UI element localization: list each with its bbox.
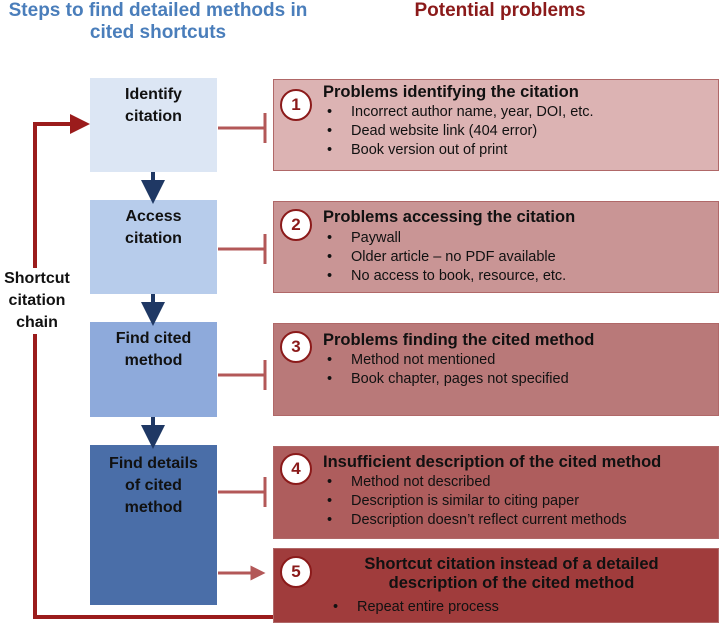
bullet-item: Method not mentioned xyxy=(327,351,569,370)
inhibit-connector-4 xyxy=(218,477,267,507)
problem-box-1: 1 Problems identifying the citation Inco… xyxy=(273,79,719,171)
inhibit-connector-1 xyxy=(218,113,267,143)
problem-box-2: 2 Problems accessing the citation Paywal… xyxy=(273,201,719,293)
bullet-item: No access to book, resource, etc. xyxy=(327,267,566,286)
step-label: Identify citation xyxy=(125,86,182,125)
problem-title: Problems accessing the citation xyxy=(323,208,576,226)
problem-title: Shortcut citation instead of a detailed … xyxy=(364,555,659,592)
problem-number-badge: 5 xyxy=(280,556,312,588)
step-label: Find cited method xyxy=(115,330,192,369)
problem-bullets: Repeat entire process xyxy=(333,598,499,617)
bullet-item: Dead website link (404 error) xyxy=(327,122,594,141)
inhibit-connector-2 xyxy=(218,234,267,264)
bullet-item: Description is similar to citing paper xyxy=(327,492,627,511)
problems-header: Potential problems xyxy=(414,0,586,21)
problem-bullets: Incorrect author name, year, DOI, etc. D… xyxy=(327,103,594,160)
bullet-item: Paywall xyxy=(327,229,566,248)
steps-header: Steps to find detailed methods in cited … xyxy=(8,0,308,43)
step-find-details-of-cited-method: Find details of cited method xyxy=(90,445,217,605)
problem-number-badge: 2 xyxy=(280,209,312,241)
bullet-item: Book chapter, pages not specified xyxy=(327,370,569,389)
problem-number-badge: 4 xyxy=(280,453,312,485)
problem-box-5: 5 Shortcut citation instead of a detaile… xyxy=(273,548,719,623)
step-identify-citation: Identify citation xyxy=(90,78,217,172)
problem-number-badge: 3 xyxy=(280,331,312,363)
problem-title: Insufficient description of the cited me… xyxy=(323,453,662,471)
problem-box-4: 4 Insufficient description of the cited … xyxy=(273,446,719,539)
bullet-item: Older article – no PDF available xyxy=(327,248,566,267)
problem-bullets: Paywall Older article – no PDF available… xyxy=(327,229,566,286)
bullet-item: Method not described xyxy=(327,473,627,492)
problem-number-badge: 1 xyxy=(280,89,312,121)
shortcut-chain-line xyxy=(33,114,273,619)
problem-title: Problems finding the cited method xyxy=(323,331,595,349)
problem-title: Problems identifying the citation xyxy=(323,83,579,101)
step-access-citation: Access citation xyxy=(90,200,217,294)
step-label: Find details of cited method xyxy=(109,455,198,516)
bullet-item: Incorrect author name, year, DOI, etc. xyxy=(327,103,594,122)
bullet-item: Description doesn’t reflect current meth… xyxy=(327,511,627,530)
inhibit-connector-3 xyxy=(218,360,267,390)
problem-bullets: Method not described Description is simi… xyxy=(327,473,627,530)
step-label: Access citation xyxy=(125,208,182,247)
step-find-cited-method: Find cited method xyxy=(90,322,217,417)
bullet-item: Book version out of print xyxy=(327,141,594,160)
problem-box-3: 3 Problems finding the cited method Meth… xyxy=(273,323,719,416)
shortcut-citation-chain-label: Shortcut citation chain xyxy=(0,268,74,334)
bullet-item: Repeat entire process xyxy=(333,598,499,617)
problem-bullets: Method not mentioned Book chapter, pages… xyxy=(327,351,569,389)
